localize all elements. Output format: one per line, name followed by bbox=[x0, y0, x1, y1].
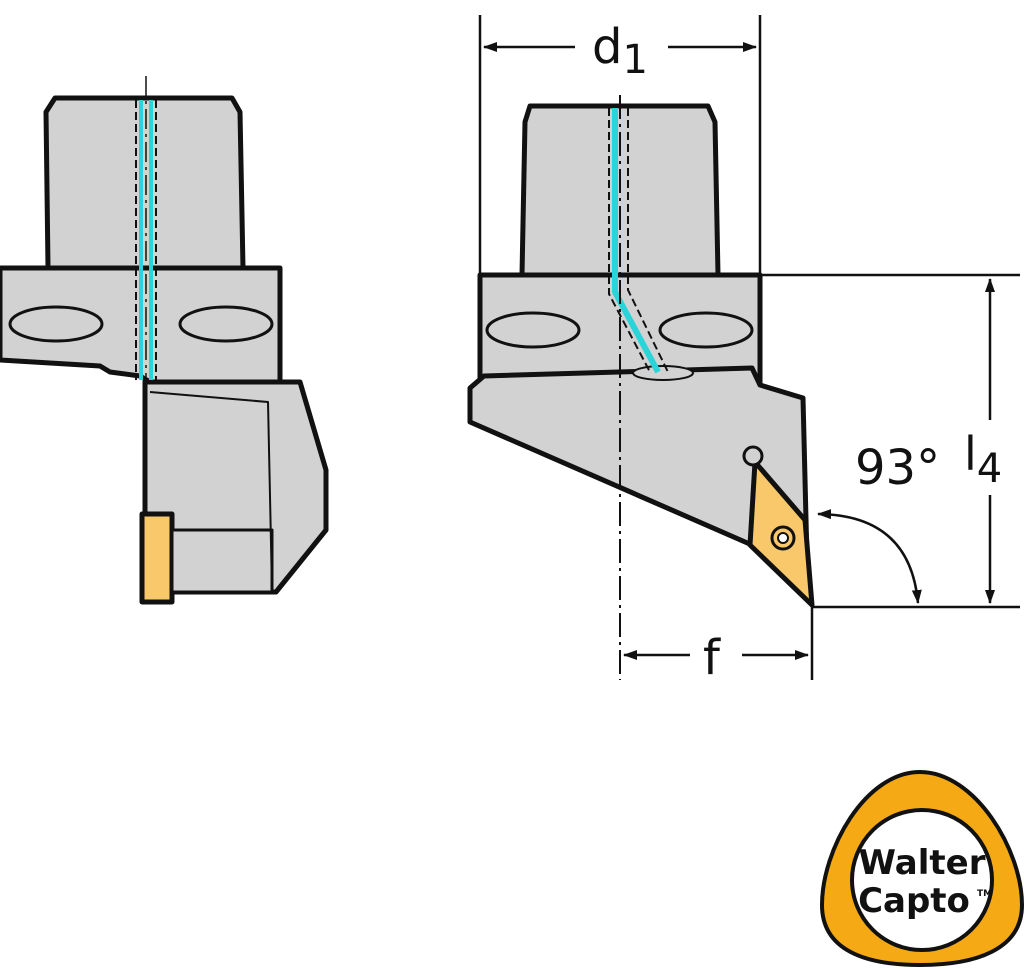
side-coolant-channel bbox=[135, 76, 157, 380]
walter-capto-logo: Walter Capto TM bbox=[819, 769, 1024, 968]
side-head-edge bbox=[149, 391, 273, 591]
coolant-outlet bbox=[632, 365, 694, 381]
dimension-lines bbox=[478, 15, 1020, 680]
front-screw-right bbox=[658, 311, 754, 349]
side-insert bbox=[139, 511, 175, 605]
front-coolant-channel bbox=[608, 95, 669, 680]
dim-d1-label: d1 bbox=[592, 19, 648, 83]
side-screw-right bbox=[178, 305, 274, 343]
front-screw-left bbox=[485, 311, 581, 349]
dim-l4-label: l4 bbox=[964, 427, 1002, 492]
side-screw-left bbox=[8, 305, 104, 343]
svg-text:TM: TM bbox=[977, 889, 992, 899]
front-head bbox=[467, 365, 811, 603]
svg-text:Walter: Walter bbox=[859, 843, 986, 883]
side-insert-seat bbox=[170, 528, 274, 594]
side-shank bbox=[43, 95, 246, 271]
front-view bbox=[467, 103, 815, 608]
svg-text:Capto: Capto bbox=[858, 881, 970, 921]
clamp-pin bbox=[742, 445, 764, 467]
side-view bbox=[0, 95, 329, 605]
dim-angle-label: 93° bbox=[855, 440, 940, 496]
dim-f-label: f bbox=[703, 630, 721, 686]
